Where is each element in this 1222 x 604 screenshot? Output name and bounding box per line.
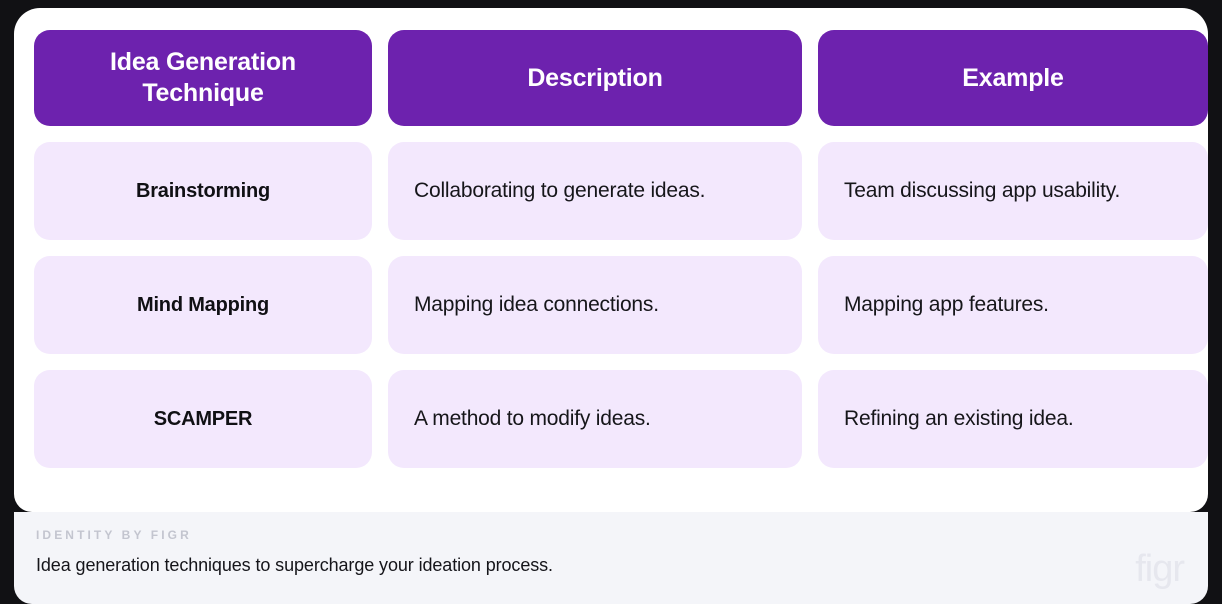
table-row: Mind Mapping Mapping idea connections. M… [34,256,1208,354]
cell-example: Mapping app features. [818,256,1208,354]
footer-kicker: IDENTITY BY FIGR [36,528,192,542]
description-text: Collaborating to generate ideas. [414,178,706,202]
description-text: A method to modify ideas. [414,406,651,430]
column-header-example-label: Example [962,63,1064,92]
description-text: Mapping idea connections. [414,292,659,316]
footer-caption: Idea generation techniques to supercharg… [36,555,553,575]
cell-technique: SCAMPER [34,370,372,468]
cell-technique: Brainstorming [34,142,372,240]
column-header-description-label: Description [527,63,663,92]
cell-description: Collaborating to generate ideas. [388,142,802,240]
comparison-table: Idea Generation Technique Description Ex… [34,30,1208,468]
example-text: Team discussing app usability. [844,178,1121,202]
footer-band: IDENTITY BY FIGR Idea generation techniq… [14,512,1208,604]
cell-technique: Mind Mapping [34,256,372,354]
table-header-row: Idea Generation Technique Description Ex… [34,30,1208,126]
technique-label: Brainstorming [135,179,271,202]
example-text: Refining an existing idea. [844,406,1074,430]
figr-logo: figr [1135,548,1185,590]
technique-label: SCAMPER [153,407,253,430]
example-text: Mapping app features. [844,292,1049,316]
table-row: SCAMPER A method to modify ideas. Refini… [34,370,1208,468]
column-header-description: Description [388,30,802,126]
cell-example: Refining an existing idea. [818,370,1208,468]
column-header-technique: Idea Generation Technique [34,30,372,126]
column-header-technique-label: Idea Generation Technique [110,48,296,107]
cell-description: A method to modify ideas. [388,370,802,468]
table-row: Brainstorming Collaborating to generate … [34,142,1208,240]
column-header-example: Example [818,30,1208,126]
table-card: Idea Generation Technique Description Ex… [14,8,1208,512]
cell-description: Mapping idea connections. [388,256,802,354]
cell-example: Team discussing app usability. [818,142,1208,240]
technique-label: Mind Mapping [136,293,269,316]
